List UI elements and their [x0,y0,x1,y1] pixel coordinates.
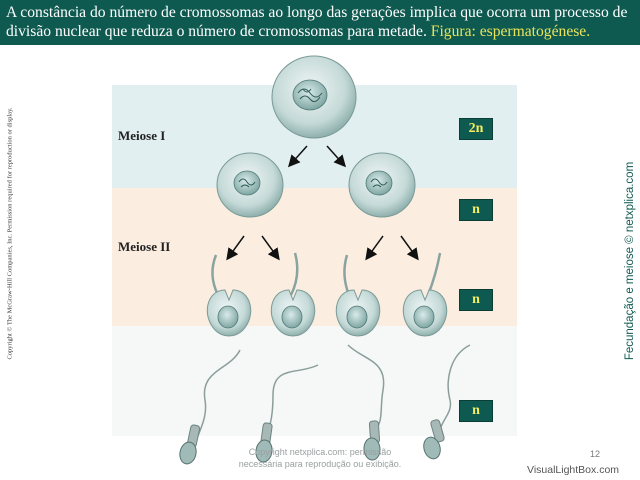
arrow [365,235,384,261]
arrow [400,235,419,261]
meiosis-1-label: Meiose I [118,128,166,143]
spermatozoon [347,344,385,461]
spermatid [335,254,381,337]
ploidy-label-2n: 2n [459,118,493,140]
spermatid [402,252,448,337]
header-text: A constância do número de cromossomas ao… [6,3,636,41]
spermatozoon [255,364,319,463]
primary-spermatocyte [271,55,357,139]
figure-caption: Figura: espermatogénese. [430,23,591,40]
spermatogenesis-diagram [112,55,517,465]
meiosis-2-label: Meiose II [118,239,171,254]
side-credit: Fecundação e meiose © netxplica.com [624,161,636,361]
spermatid [270,252,316,337]
ploidy-label-n: n [459,199,493,221]
header-statement: A constância do número de cromossomas ao… [6,4,628,40]
spermatozoon [423,344,471,460]
header-bar: A constância do número de cromossomas ao… [0,0,640,45]
secondary-spermatocyte [348,152,416,218]
copyright-notice: Copyright © The McGraw-Hill Companies, I… [6,107,14,360]
spermatozoa-band [112,326,517,436]
brand-link[interactable]: VisualLightBox.com [527,464,620,476]
secondary-spermatocyte [216,152,284,218]
spermatid [206,254,252,337]
watermark: Copyright netxplica.com: permissão neces… [220,446,420,470]
arrow [326,145,347,168]
spermatozoon [179,349,241,465]
page-number: 12 [590,449,601,459]
arrow [261,235,280,261]
watermark-line-1: Copyright netxplica.com: permissão [248,447,392,457]
arrow [226,235,245,261]
ploidy-label-n: n [459,289,493,311]
meiosis-2-band [112,188,517,326]
arrow [287,145,308,168]
watermark-line-2: necessária para reprodução ou exibição. [238,459,402,469]
ploidy-label-n: n [459,400,493,422]
